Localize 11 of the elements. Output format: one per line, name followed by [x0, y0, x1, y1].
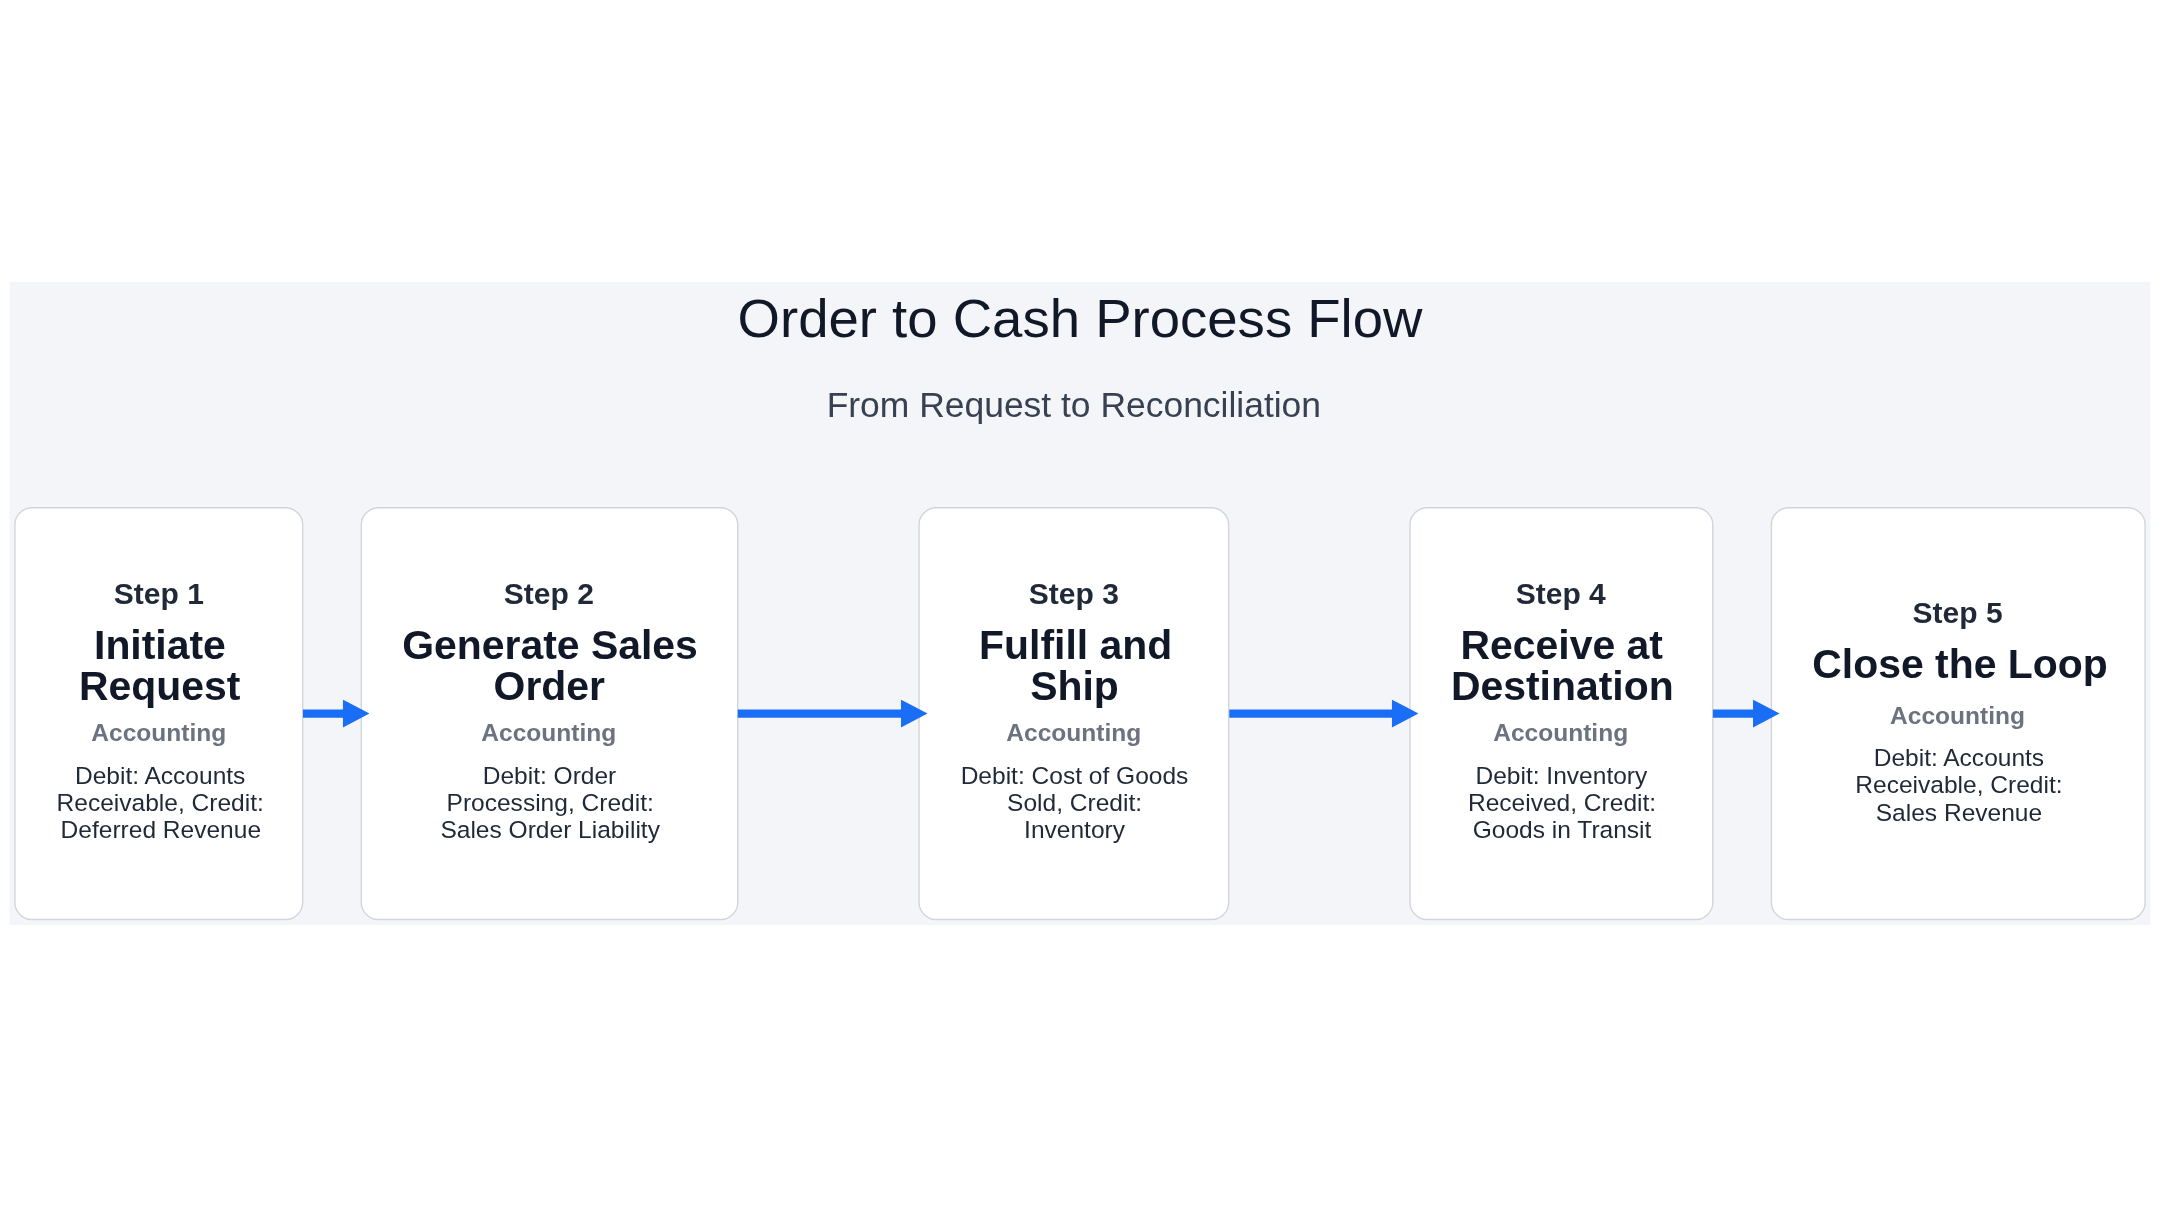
arrow — [737, 699, 928, 728]
arrow — [1229, 699, 1419, 728]
node-box: Step 1 Initiate Request Accounting Debit: Accounts Receivable, Credit: Deferred Revenue — [14, 506, 304, 920]
node-box: Step 4 Receive at Destination Accounting Debit: Inventory Received, Credit: Goods in Transit — [1409, 506, 1714, 920]
node-box: Step 3 Fulfill and Ship Accounting Debit: Cost of Goods Sold, Credit: Inventory — [918, 506, 1230, 920]
label: From Request to Reconciliation — [826, 384, 1322, 425]
node-box: Step 2 Generate Sales Order Accounting Debit: Order Processing, Credit: Sales Order Liability — [360, 506, 739, 920]
node-box: Step 5 Close the Loop Accounting Debit: Accounts Receivable, Credit: Sales Revenue — [1770, 506, 2146, 920]
diagram-title: Order to Cash Process Flow — [737, 287, 1423, 349]
arrow — [1712, 699, 1780, 728]
arrow — [303, 699, 370, 728]
